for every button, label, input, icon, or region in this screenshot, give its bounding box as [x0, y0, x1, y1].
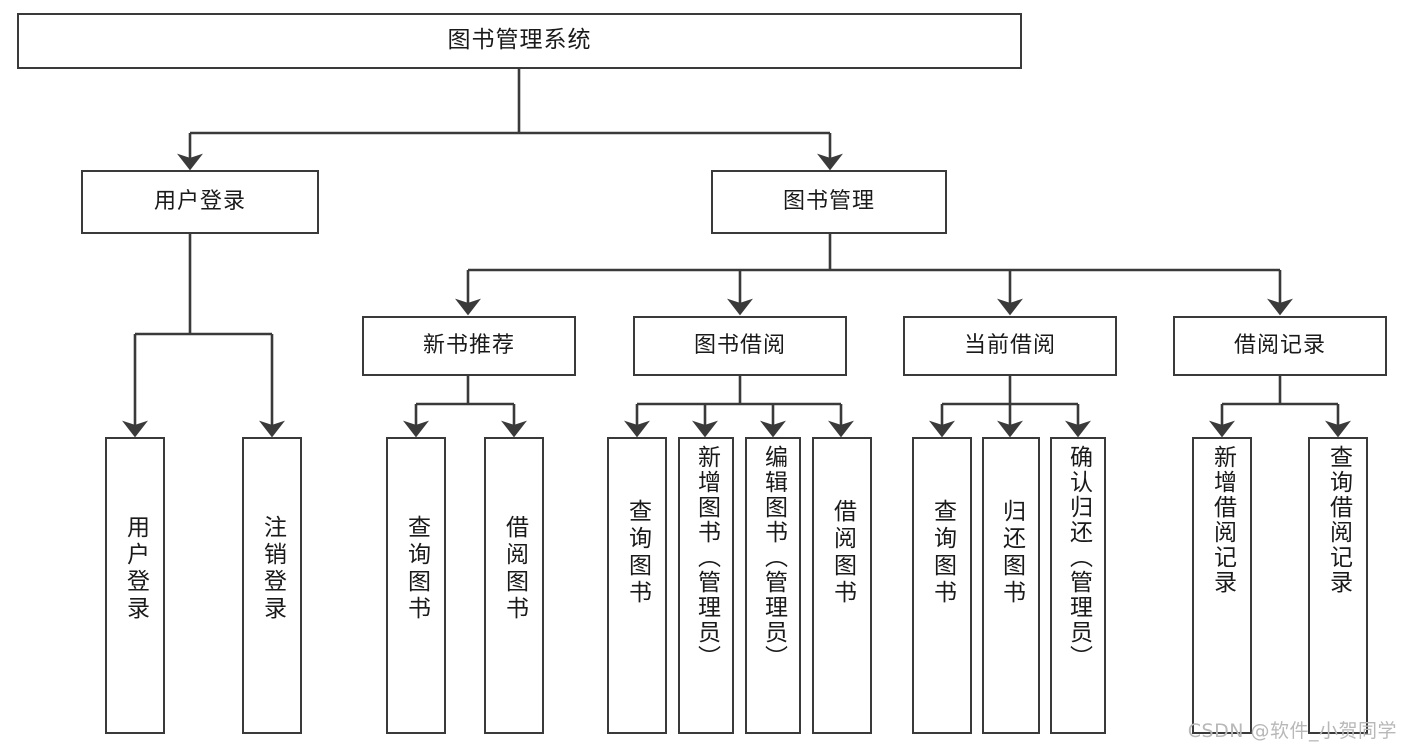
leaf-query-book-recommend[interactable]: 查询图书 — [386, 437, 446, 734]
node-root-system[interactable]: 图书管理系统 — [17, 13, 1022, 69]
node-label: 新增借阅记录 — [1209, 445, 1236, 595]
node-label: 归还图书 — [998, 499, 1025, 607]
leaf-confirm-return-admin[interactable]: 确认归还（管理员） — [1050, 437, 1106, 734]
node-current-borrow[interactable]: 当前借阅 — [903, 316, 1117, 376]
leaf-add-book-admin[interactable]: 新增图书（管理员） — [678, 437, 734, 734]
node-book-borrow[interactable]: 图书借阅 — [633, 316, 847, 376]
leaf-user-login[interactable]: 用户登录 — [105, 437, 165, 734]
node-label: 注销登录 — [259, 515, 286, 623]
node-new-book-recommend[interactable]: 新书推荐 — [362, 316, 576, 376]
leaf-query-borrow-record[interactable]: 查询借阅记录 — [1308, 437, 1368, 734]
node-label: 编辑图书（管理员） — [760, 445, 787, 670]
node-label: 查询借阅记录 — [1325, 445, 1352, 595]
node-label: 查询图书 — [403, 515, 430, 623]
node-label: 新增图书（管理员） — [693, 445, 720, 670]
leaf-query-book-borrow[interactable]: 查询图书 — [607, 437, 667, 734]
leaf-edit-book-admin[interactable]: 编辑图书（管理员） — [745, 437, 801, 734]
node-user-login[interactable]: 用户登录 — [81, 170, 319, 234]
leaf-add-borrow-record[interactable]: 新增借阅记录 — [1192, 437, 1252, 734]
node-label: 用户登录 — [153, 188, 246, 214]
node-label: 确认归还（管理员） — [1065, 445, 1092, 670]
node-book-management[interactable]: 图书管理 — [711, 170, 947, 234]
leaf-return-book[interactable]: 归还图书 — [982, 437, 1040, 734]
node-label: 查询图书 — [624, 499, 651, 607]
node-label: 图书借阅 — [693, 332, 786, 358]
leaf-borrow-book-recommend[interactable]: 借阅图书 — [484, 437, 544, 734]
node-label: 查询图书 — [929, 499, 956, 607]
node-label: 借阅图书 — [829, 499, 856, 607]
node-label: 借阅图书 — [501, 515, 528, 623]
leaf-logout[interactable]: 注销登录 — [242, 437, 302, 734]
node-borrow-record[interactable]: 借阅记录 — [1173, 316, 1387, 376]
node-label: 新书推荐 — [422, 332, 515, 358]
node-label: 借阅记录 — [1233, 332, 1326, 358]
node-label: 图书管理系统 — [447, 27, 592, 54]
node-label: 图书管理 — [782, 188, 875, 214]
leaf-borrow-book[interactable]: 借阅图书 — [812, 437, 872, 734]
watermark-text: CSDN @软件_小贺同学 — [1187, 720, 1397, 742]
leaf-query-book-current[interactable]: 查询图书 — [912, 437, 972, 734]
node-label: 当前借阅 — [963, 332, 1056, 358]
node-label: 用户登录 — [122, 515, 149, 623]
